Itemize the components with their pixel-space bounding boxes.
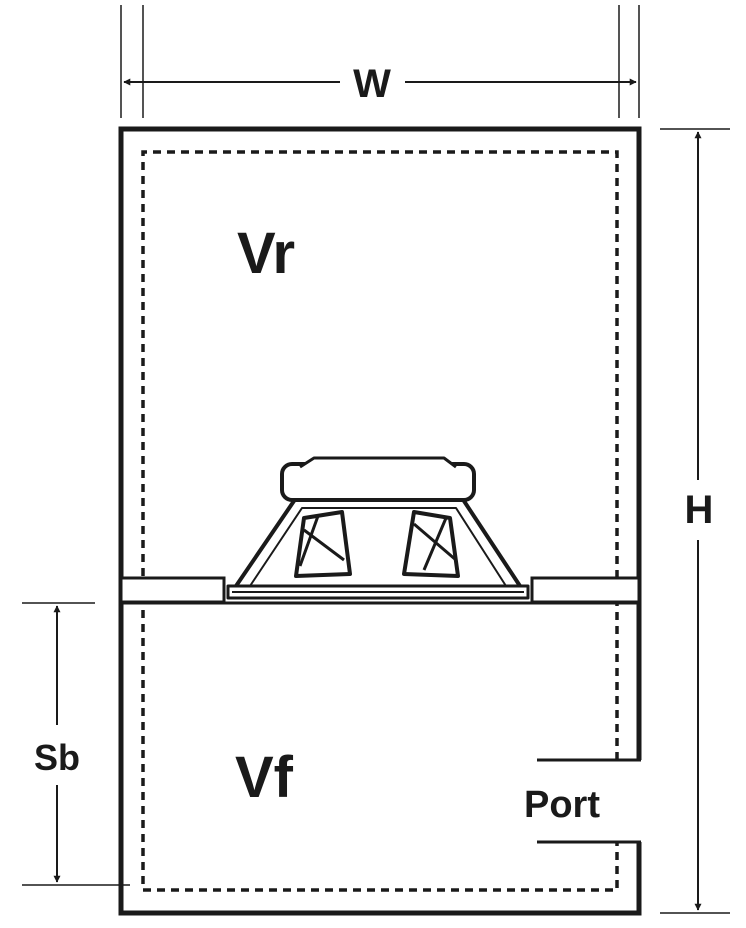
height-label: H xyxy=(685,488,714,532)
driver-right-window-cross xyxy=(413,517,457,571)
enclosure-outer-wall xyxy=(118,126,642,916)
sb-label: Sb xyxy=(34,737,80,778)
height-dimension xyxy=(660,128,730,914)
width-dimension xyxy=(120,5,640,118)
baffle-left-section xyxy=(119,576,226,604)
baffle-right-section xyxy=(530,576,641,604)
driver-right-window xyxy=(402,510,460,578)
internal-volume-boundary xyxy=(141,150,619,892)
port-label: Port xyxy=(524,784,600,826)
driver-basket-inner xyxy=(249,507,507,587)
baffle xyxy=(119,576,641,605)
driver-left-window-cross xyxy=(298,515,345,567)
width-label: W xyxy=(353,62,391,106)
driver-magnet xyxy=(280,462,476,502)
front-volume-label: Vf xyxy=(235,745,294,810)
sb-dimension xyxy=(22,602,130,886)
driver-magnet-top xyxy=(299,456,457,469)
rear-volume-label: Vr xyxy=(237,221,295,286)
speaker-driver xyxy=(226,456,530,600)
